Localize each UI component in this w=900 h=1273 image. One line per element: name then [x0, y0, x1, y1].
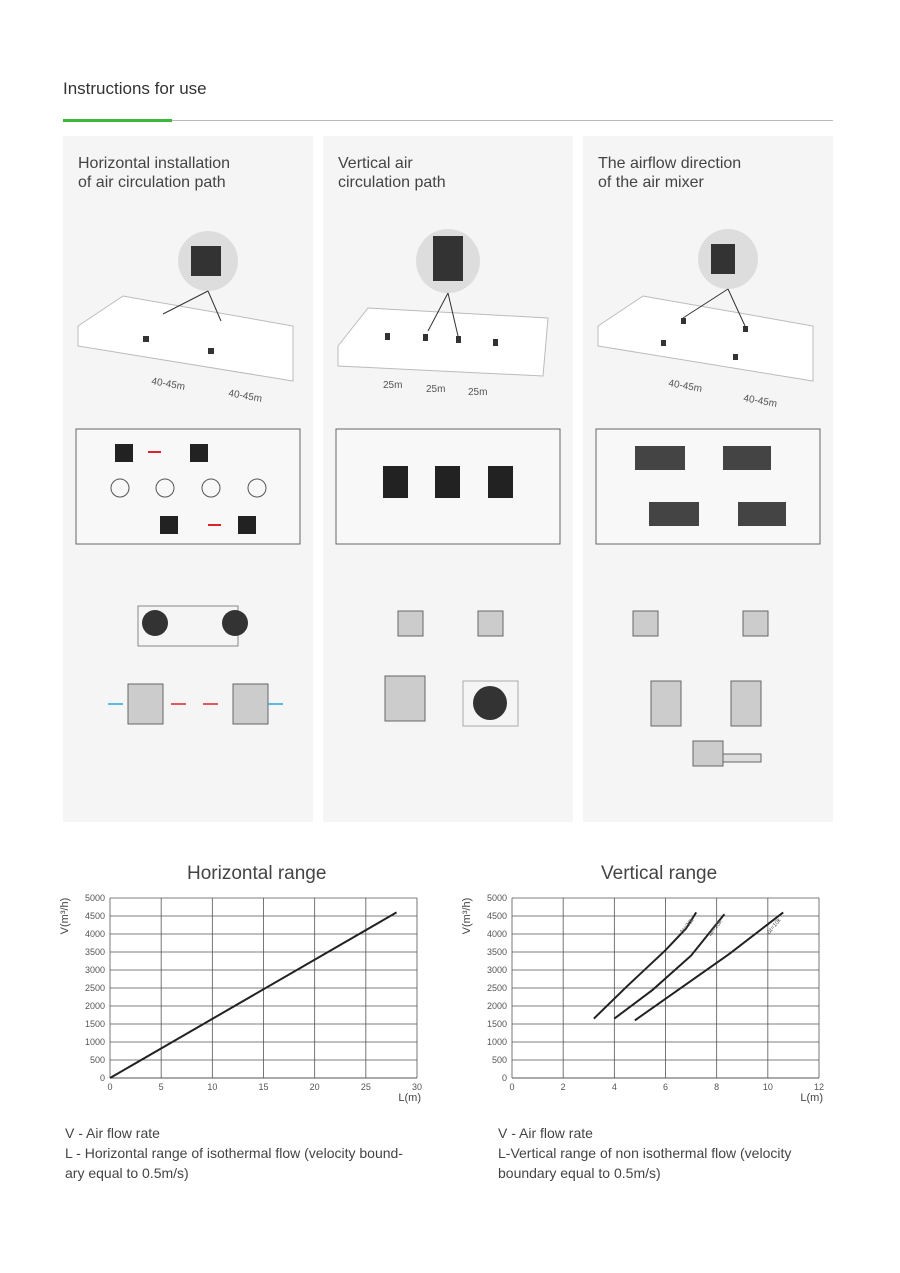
svg-text:25m: 25m: [426, 384, 445, 395]
y-tick-label: 3000: [85, 965, 105, 975]
series-line: [613, 913, 726, 1020]
y-tick-label: 5000: [85, 893, 105, 903]
x-tick-label: 10: [763, 1082, 773, 1092]
svg-text:40-45m: 40-45m: [150, 376, 185, 393]
y-tick-label: 1500: [85, 1019, 105, 1029]
y-tick-label: 500: [492, 1055, 507, 1065]
chart-title: Vertical range: [601, 863, 718, 884]
y-tick-label: 3000: [487, 965, 507, 975]
x-tick-label: 25: [361, 1082, 371, 1092]
x-axis-label: L(m): [398, 1092, 421, 1104]
svg-text:25m: 25m: [468, 387, 487, 398]
svg-text:40-45m: 40-45m: [742, 393, 777, 410]
x-tick-label: 15: [258, 1082, 268, 1092]
svg-text:40-45m: 40-45m: [667, 378, 702, 395]
x-tick-label: 10: [207, 1082, 217, 1092]
x-tick-label: 8: [714, 1082, 719, 1092]
y-tick-label: 0: [100, 1073, 105, 1083]
y-tick-label: 0: [502, 1073, 507, 1083]
series-line: [109, 911, 398, 1079]
y-axis-label: V(m³/h): [59, 898, 71, 935]
vertical-range-chart: 0 500 1000 1500 2000 2500 3000 3500 4000 4500 5000…: [461, 893, 824, 1104]
x-tick-label: 5: [159, 1082, 164, 1092]
y-tick-label: 1000: [85, 1037, 105, 1047]
y-tick-label: 4500: [487, 911, 507, 921]
x-tick-label: 0: [509, 1082, 514, 1092]
x-tick-label: 12: [814, 1082, 824, 1092]
y-tick-label: 500: [90, 1055, 105, 1065]
x-tick-label: 4: [612, 1082, 617, 1092]
series-line: [593, 911, 698, 1020]
y-tick-label: 4500: [85, 911, 105, 921]
x-tick-label: 20: [310, 1082, 320, 1092]
accent-rule: [63, 119, 172, 122]
x-tick-label: 6: [663, 1082, 668, 1092]
y-tick-label: 4000: [85, 929, 105, 939]
chart-title: Horizontal range: [187, 863, 327, 884]
svg-text:25m: 25m: [383, 380, 402, 391]
y-tick-label: 2500: [85, 983, 105, 993]
divider: [172, 120, 833, 121]
y-tick-label: 2500: [487, 983, 507, 993]
horizontal-installation-illustration: 40-45m 40-45m: [75, 231, 301, 725]
x-tick-label: 0: [107, 1082, 112, 1092]
x-tick-label: 30: [412, 1082, 422, 1092]
horizontal-range-chart: 0 500 1000 1500 2000 2500 3000 3500 4000 4500 5000…: [59, 893, 422, 1104]
vertical-circulation-illustration: 25m 25m 25m: [335, 229, 561, 727]
x-tick-label: 2: [561, 1082, 566, 1092]
y-tick-label: 4000: [487, 929, 507, 939]
page-title: Instructions for use: [63, 79, 207, 98]
y-tick-label: 2000: [487, 1001, 507, 1011]
series-label: Δt=30k: [679, 917, 696, 936]
y-tick-label: 5000: [487, 893, 507, 903]
y-axis-label: V(m³/h): [461, 898, 473, 935]
svg-text:40-45m: 40-45m: [227, 388, 262, 405]
series-label: Δt=20k: [707, 918, 724, 937]
series-line: [634, 911, 784, 1022]
y-tick-label: 1000: [487, 1037, 507, 1047]
y-tick-label: 2000: [85, 1001, 105, 1011]
air-mixer-airflow-illustration: 40-45m 40-45m: [595, 229, 821, 767]
y-tick-label: 1500: [487, 1019, 507, 1029]
y-tick-label: 3500: [85, 947, 105, 957]
y-tick-label: 3500: [487, 947, 507, 957]
x-axis-label: L(m): [800, 1092, 823, 1104]
